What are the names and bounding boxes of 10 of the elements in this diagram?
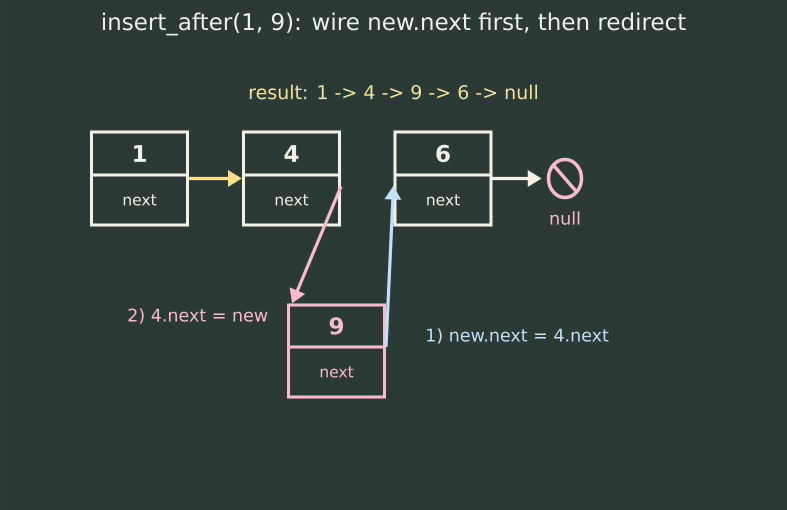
list-node: 4 next bbox=[242, 130, 341, 226]
edge-label: 2) 4.next = new bbox=[126, 307, 270, 325]
edge-label: 1) new.next = 4.next bbox=[424, 327, 610, 345]
list-node: 9 next bbox=[287, 304, 386, 398]
null-symbol bbox=[546, 158, 584, 200]
node-caption: null bbox=[550, 211, 580, 225]
result-label: result: 1 -> 4 -> 9 -> 6 -> null bbox=[250, 84, 538, 100]
list-node: 6 next bbox=[394, 130, 492, 226]
list-node: 1 next bbox=[90, 130, 189, 226]
title: insert_after(1, 9): wire new.next first, then redirect bbox=[102, 12, 686, 36]
